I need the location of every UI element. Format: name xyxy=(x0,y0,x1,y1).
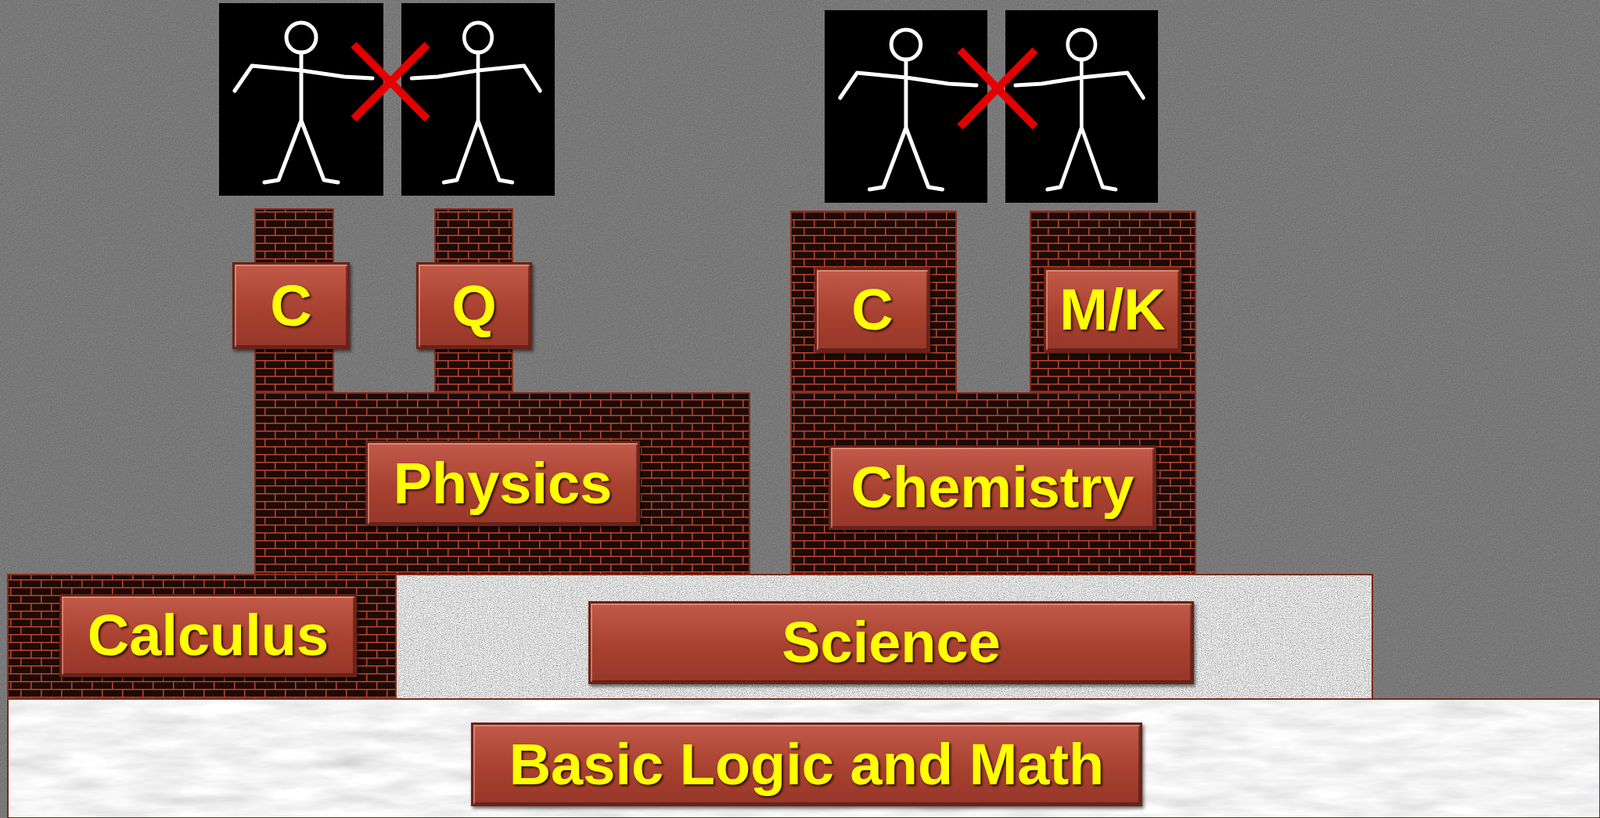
label-box: C xyxy=(232,262,350,349)
node-label: Basic Logic and Math xyxy=(509,732,1105,796)
node-label: Science xyxy=(781,610,1001,674)
label-box: Q xyxy=(416,262,533,349)
node-label: Chemistry xyxy=(851,455,1135,519)
node-label: C xyxy=(851,277,893,342)
stick-figure xyxy=(840,29,977,190)
label-box: Basic Logic and Math xyxy=(471,722,1143,806)
node-label: Physics xyxy=(393,451,613,515)
figure-panel xyxy=(824,10,988,203)
brick-block xyxy=(7,574,396,699)
brick-block xyxy=(255,392,750,575)
granite-band xyxy=(7,574,1373,699)
node-label: Q xyxy=(451,273,497,338)
label-box: Chemistry xyxy=(828,445,1157,530)
band-outline xyxy=(7,698,1600,818)
label-box: Calculus xyxy=(59,593,357,677)
label-box: M/K xyxy=(1043,267,1182,353)
stick-figure xyxy=(411,22,540,183)
node-label: Calculus xyxy=(87,603,329,667)
red-cross xyxy=(353,44,428,119)
node-label: C xyxy=(269,273,312,338)
brick-pillar xyxy=(1030,211,1196,392)
figure-panel xyxy=(401,3,555,196)
figure-panel xyxy=(219,3,384,196)
label-box: C xyxy=(814,267,931,353)
band-outline xyxy=(7,574,1373,699)
label-box: Physics xyxy=(365,440,640,526)
marble-band xyxy=(7,698,1600,818)
label-box: Science xyxy=(588,600,1194,684)
red-cross xyxy=(960,50,1036,127)
brick-pillar xyxy=(791,211,957,392)
node-label: M/K xyxy=(1059,277,1166,342)
figure-panel xyxy=(1005,10,1158,203)
brick-block xyxy=(791,392,1196,575)
